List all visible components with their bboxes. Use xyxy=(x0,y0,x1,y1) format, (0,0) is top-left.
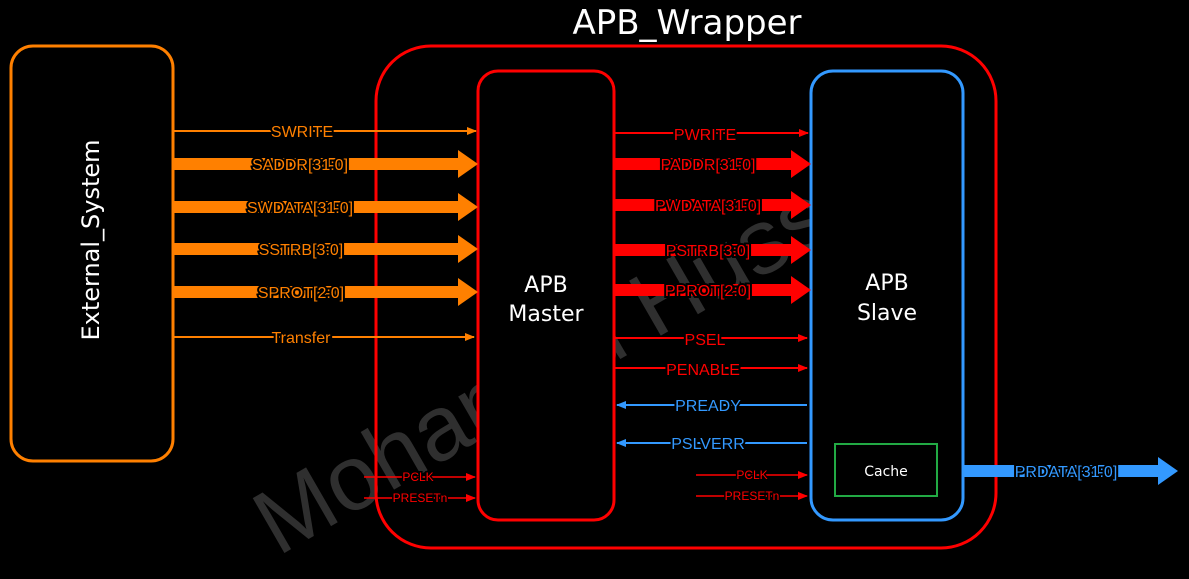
apb-master-label-line2: Master xyxy=(508,302,584,327)
slave-clock-reset: PCLK PRESETn xyxy=(696,467,808,505)
apb-master-label-line1: APB xyxy=(524,273,567,298)
swrite-label: SWRITE xyxy=(271,124,333,141)
cache-label: Cache xyxy=(864,464,908,480)
prdata-arrow xyxy=(964,457,1178,485)
master-presetn-label: PRESETn xyxy=(393,491,448,505)
pstrb-label: PSTRB[3:0] xyxy=(666,243,750,260)
pwdata-label: PWDATA[31:0] xyxy=(655,198,761,215)
paddr-arrow xyxy=(615,150,811,178)
sstrb-label: SSTRB[3:0] xyxy=(259,242,343,259)
slave-pclk-label: PCLK xyxy=(736,468,767,482)
ext-to-master-signals: SWRITE SADDR[31:0] SWDATA[31:0] SSTRB[3:… xyxy=(174,122,478,349)
external-system-block xyxy=(9,44,175,463)
saddr-label: SADDR[31:0] xyxy=(252,157,348,174)
master-to-slave-signals: PWRITE PADDR[31:0] PWDATA[31:0] PSTRB[3:… xyxy=(615,125,811,381)
sprot-arrow xyxy=(174,278,478,306)
apb-slave-label-line2: Slave xyxy=(857,301,917,326)
sstrb-arrow xyxy=(174,235,478,263)
pprot-label: PPROT[2:0] xyxy=(665,283,751,300)
pstrb-arrow xyxy=(615,236,811,264)
apb-slave-block xyxy=(809,69,965,522)
master-pclk-label: PCLK xyxy=(402,470,433,484)
prdata-label: PRDATA[31:0] xyxy=(1015,464,1118,481)
cache-block xyxy=(834,443,938,497)
transfer-label: Transfer xyxy=(272,330,332,347)
swdata-label: SWDATA[31:0] xyxy=(247,200,353,217)
swdata-arrow xyxy=(174,193,478,221)
pslverr-label: PSLVERR xyxy=(671,436,745,453)
pready-label: PREADY xyxy=(675,398,741,415)
penable-label: PENABLE xyxy=(666,362,740,379)
psel-label: PSEL xyxy=(685,332,726,349)
pwrite-label: PWRITE xyxy=(674,127,736,144)
pwdata-arrow xyxy=(615,191,811,219)
pprot-arrow xyxy=(615,276,811,304)
apb-master-block xyxy=(476,69,616,522)
apb-slave-label-line1: APB xyxy=(865,271,908,296)
page-title: APB_Wrapper xyxy=(572,3,801,43)
slave-presetn-label: PRESETn xyxy=(725,489,780,503)
master-clock-reset: PCLK PRESETn xyxy=(364,469,476,507)
sprot-label: SPROT[2:0] xyxy=(258,285,344,302)
saddr-arrow xyxy=(174,150,478,178)
paddr-label: PADDR[31:0] xyxy=(661,157,756,174)
external-system-label: External_System xyxy=(77,139,105,340)
slave-to-master-signals: PREADY PSLVERR xyxy=(616,396,807,455)
